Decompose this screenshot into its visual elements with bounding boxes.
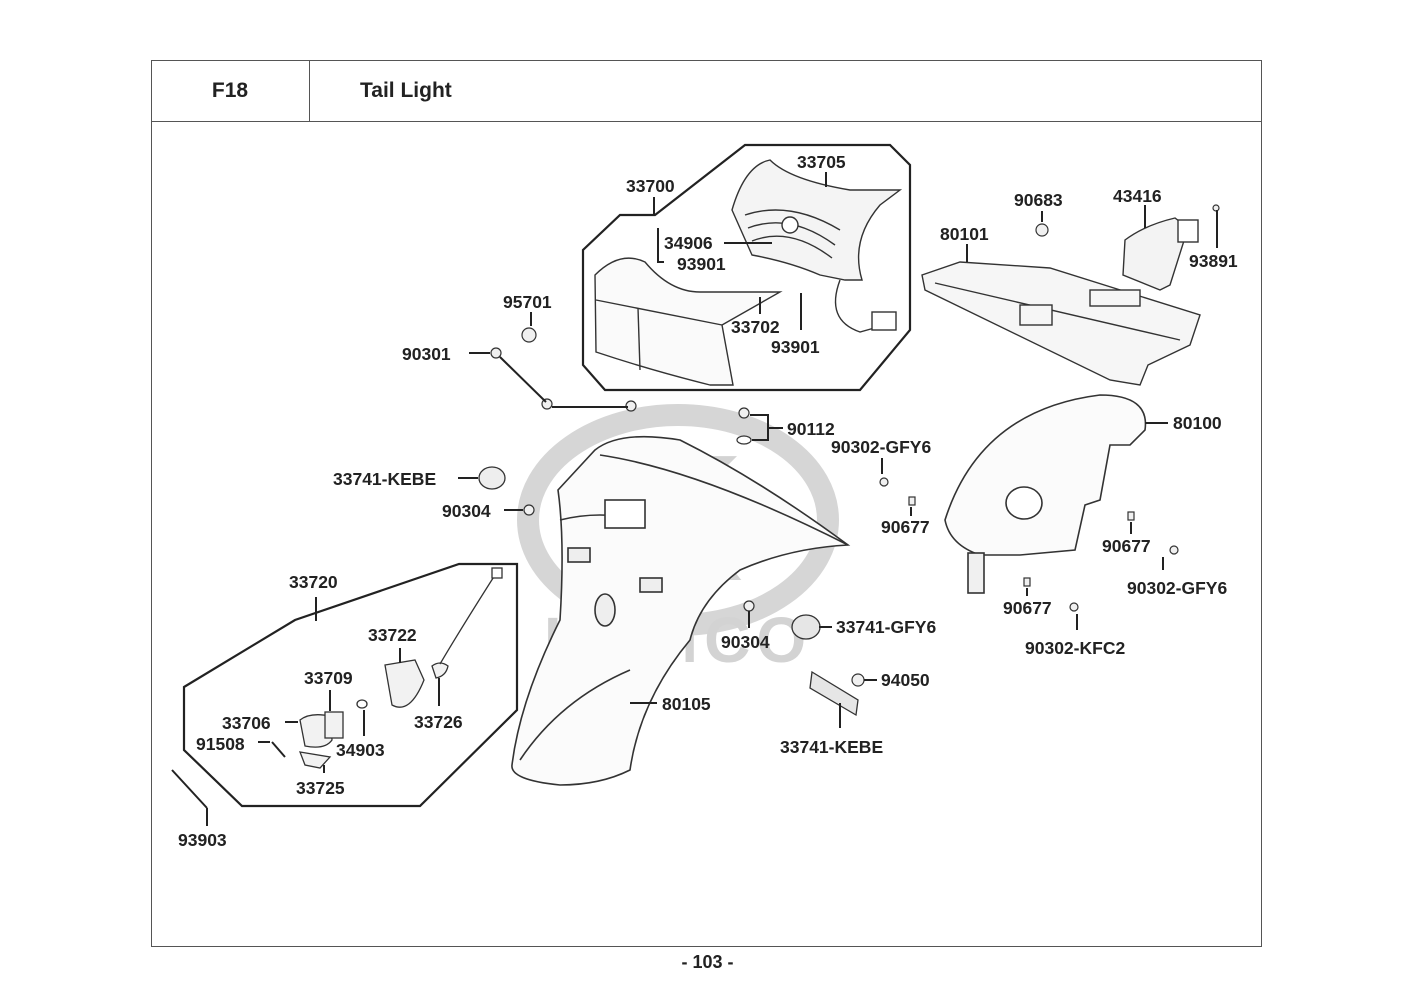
fasteners xyxy=(490,204,1220,687)
assembly-outline-33700 xyxy=(581,143,912,392)
label-93901-upper: 93901 xyxy=(677,254,726,274)
page-number: - 103 - xyxy=(681,952,734,972)
label-34906: 34906 xyxy=(664,233,713,253)
label-90677-right: 90677 xyxy=(1102,536,1151,556)
rear-fender-80105 xyxy=(511,435,851,786)
label-90683: 90683 xyxy=(1014,190,1063,210)
label-33741-KEBE-lower: 33741-KEBE xyxy=(780,737,883,757)
tail-light-lens-cover-33702 xyxy=(594,257,783,386)
label-33725: 33725 xyxy=(296,778,345,798)
diagram-frame xyxy=(151,60,1262,947)
label-33702: 33702 xyxy=(731,317,780,337)
label-91508: 91508 xyxy=(196,734,245,754)
label-90304-left: 90304 xyxy=(442,501,491,521)
tail-light-housing-33705 xyxy=(731,159,903,333)
label-33741-GFY6: 33741-GFY6 xyxy=(836,617,936,637)
label-90302-KFC2: 90302-KFC2 xyxy=(1025,638,1125,658)
label-33709: 33709 xyxy=(304,668,353,688)
label-33705: 33705 xyxy=(797,152,846,172)
label-33700: 33700 xyxy=(626,176,675,196)
section-code: F18 xyxy=(151,60,310,122)
bracket-43416 xyxy=(1122,217,1199,291)
label-90677-bottom: 90677 xyxy=(1003,598,1052,618)
reflector-33741-KEBE-round xyxy=(478,466,506,490)
label-33741-KEBE-upper: 33741-KEBE xyxy=(333,469,436,489)
header-divider xyxy=(151,121,1262,122)
label-93891: 93891 xyxy=(1189,251,1238,271)
label-90301: 90301 xyxy=(402,344,451,364)
part-labels: 33700 33705 34906 93901 33702 93901 8010… xyxy=(178,152,1238,850)
label-94050: 94050 xyxy=(881,670,930,690)
reflector-33741-KEBE-rect xyxy=(809,670,859,717)
leader-lines xyxy=(171,172,1218,826)
battery-tray-80101 xyxy=(921,261,1201,386)
label-80100: 80100 xyxy=(1173,413,1222,433)
label-90112: 90112 xyxy=(787,419,835,439)
label-43416: 43416 xyxy=(1113,186,1162,206)
label-95701: 95701 xyxy=(503,292,552,312)
page-title: Tail Light xyxy=(360,79,452,102)
label-33720: 33720 xyxy=(289,572,338,592)
label-34903: 34903 xyxy=(336,740,385,760)
label-90304-right: 90304 xyxy=(721,632,770,652)
reflector-33741-GFY6 xyxy=(791,614,821,640)
label-93901-lower: 93901 xyxy=(771,337,820,357)
inner-fender-80100 xyxy=(944,394,1147,594)
label-90302-GFY6-lower: 90302-GFY6 xyxy=(1127,578,1227,598)
label-90677-left: 90677 xyxy=(881,517,930,537)
label-90302-GFY6-upper: 90302-GFY6 xyxy=(831,437,931,457)
label-33722: 33722 xyxy=(368,625,417,645)
label-33726: 33726 xyxy=(414,712,463,732)
label-80105: 80105 xyxy=(662,694,711,714)
license-lamp-parts-33720 xyxy=(298,567,503,769)
assembly-outline-33720 xyxy=(182,562,519,808)
label-93903: 93903 xyxy=(178,830,227,850)
label-33706: 33706 xyxy=(222,713,271,733)
label-80101: 80101 xyxy=(940,224,989,244)
